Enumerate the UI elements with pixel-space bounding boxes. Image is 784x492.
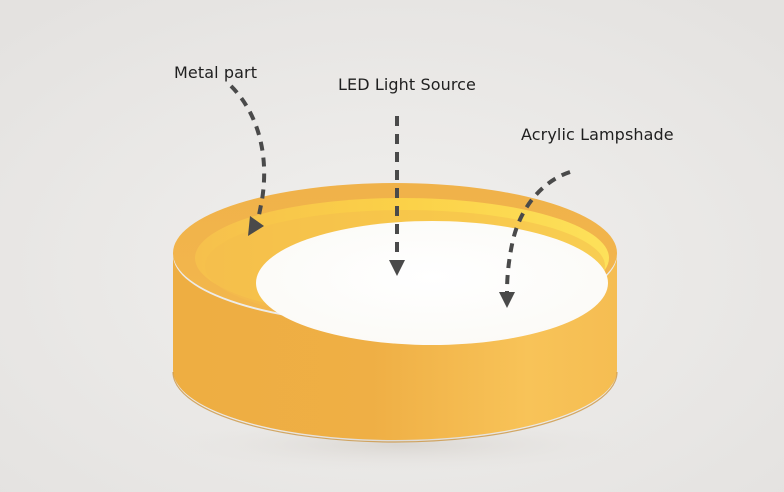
dashed-arrow-icon bbox=[389, 116, 405, 276]
acrylic-lampshade-diffuser bbox=[256, 221, 608, 345]
lamp-bottom-edge bbox=[172, 371, 618, 443]
lamp-body-side bbox=[173, 255, 617, 440]
label-metal-part: Metal part bbox=[174, 63, 258, 82]
dashed-arrow-icon bbox=[499, 170, 571, 308]
dashed-arrow-icon bbox=[229, 84, 267, 236]
label-led-light-source: LED Light Source bbox=[338, 75, 476, 94]
label-acrylic-lampshade: Acrylic Lampshade bbox=[521, 125, 674, 144]
